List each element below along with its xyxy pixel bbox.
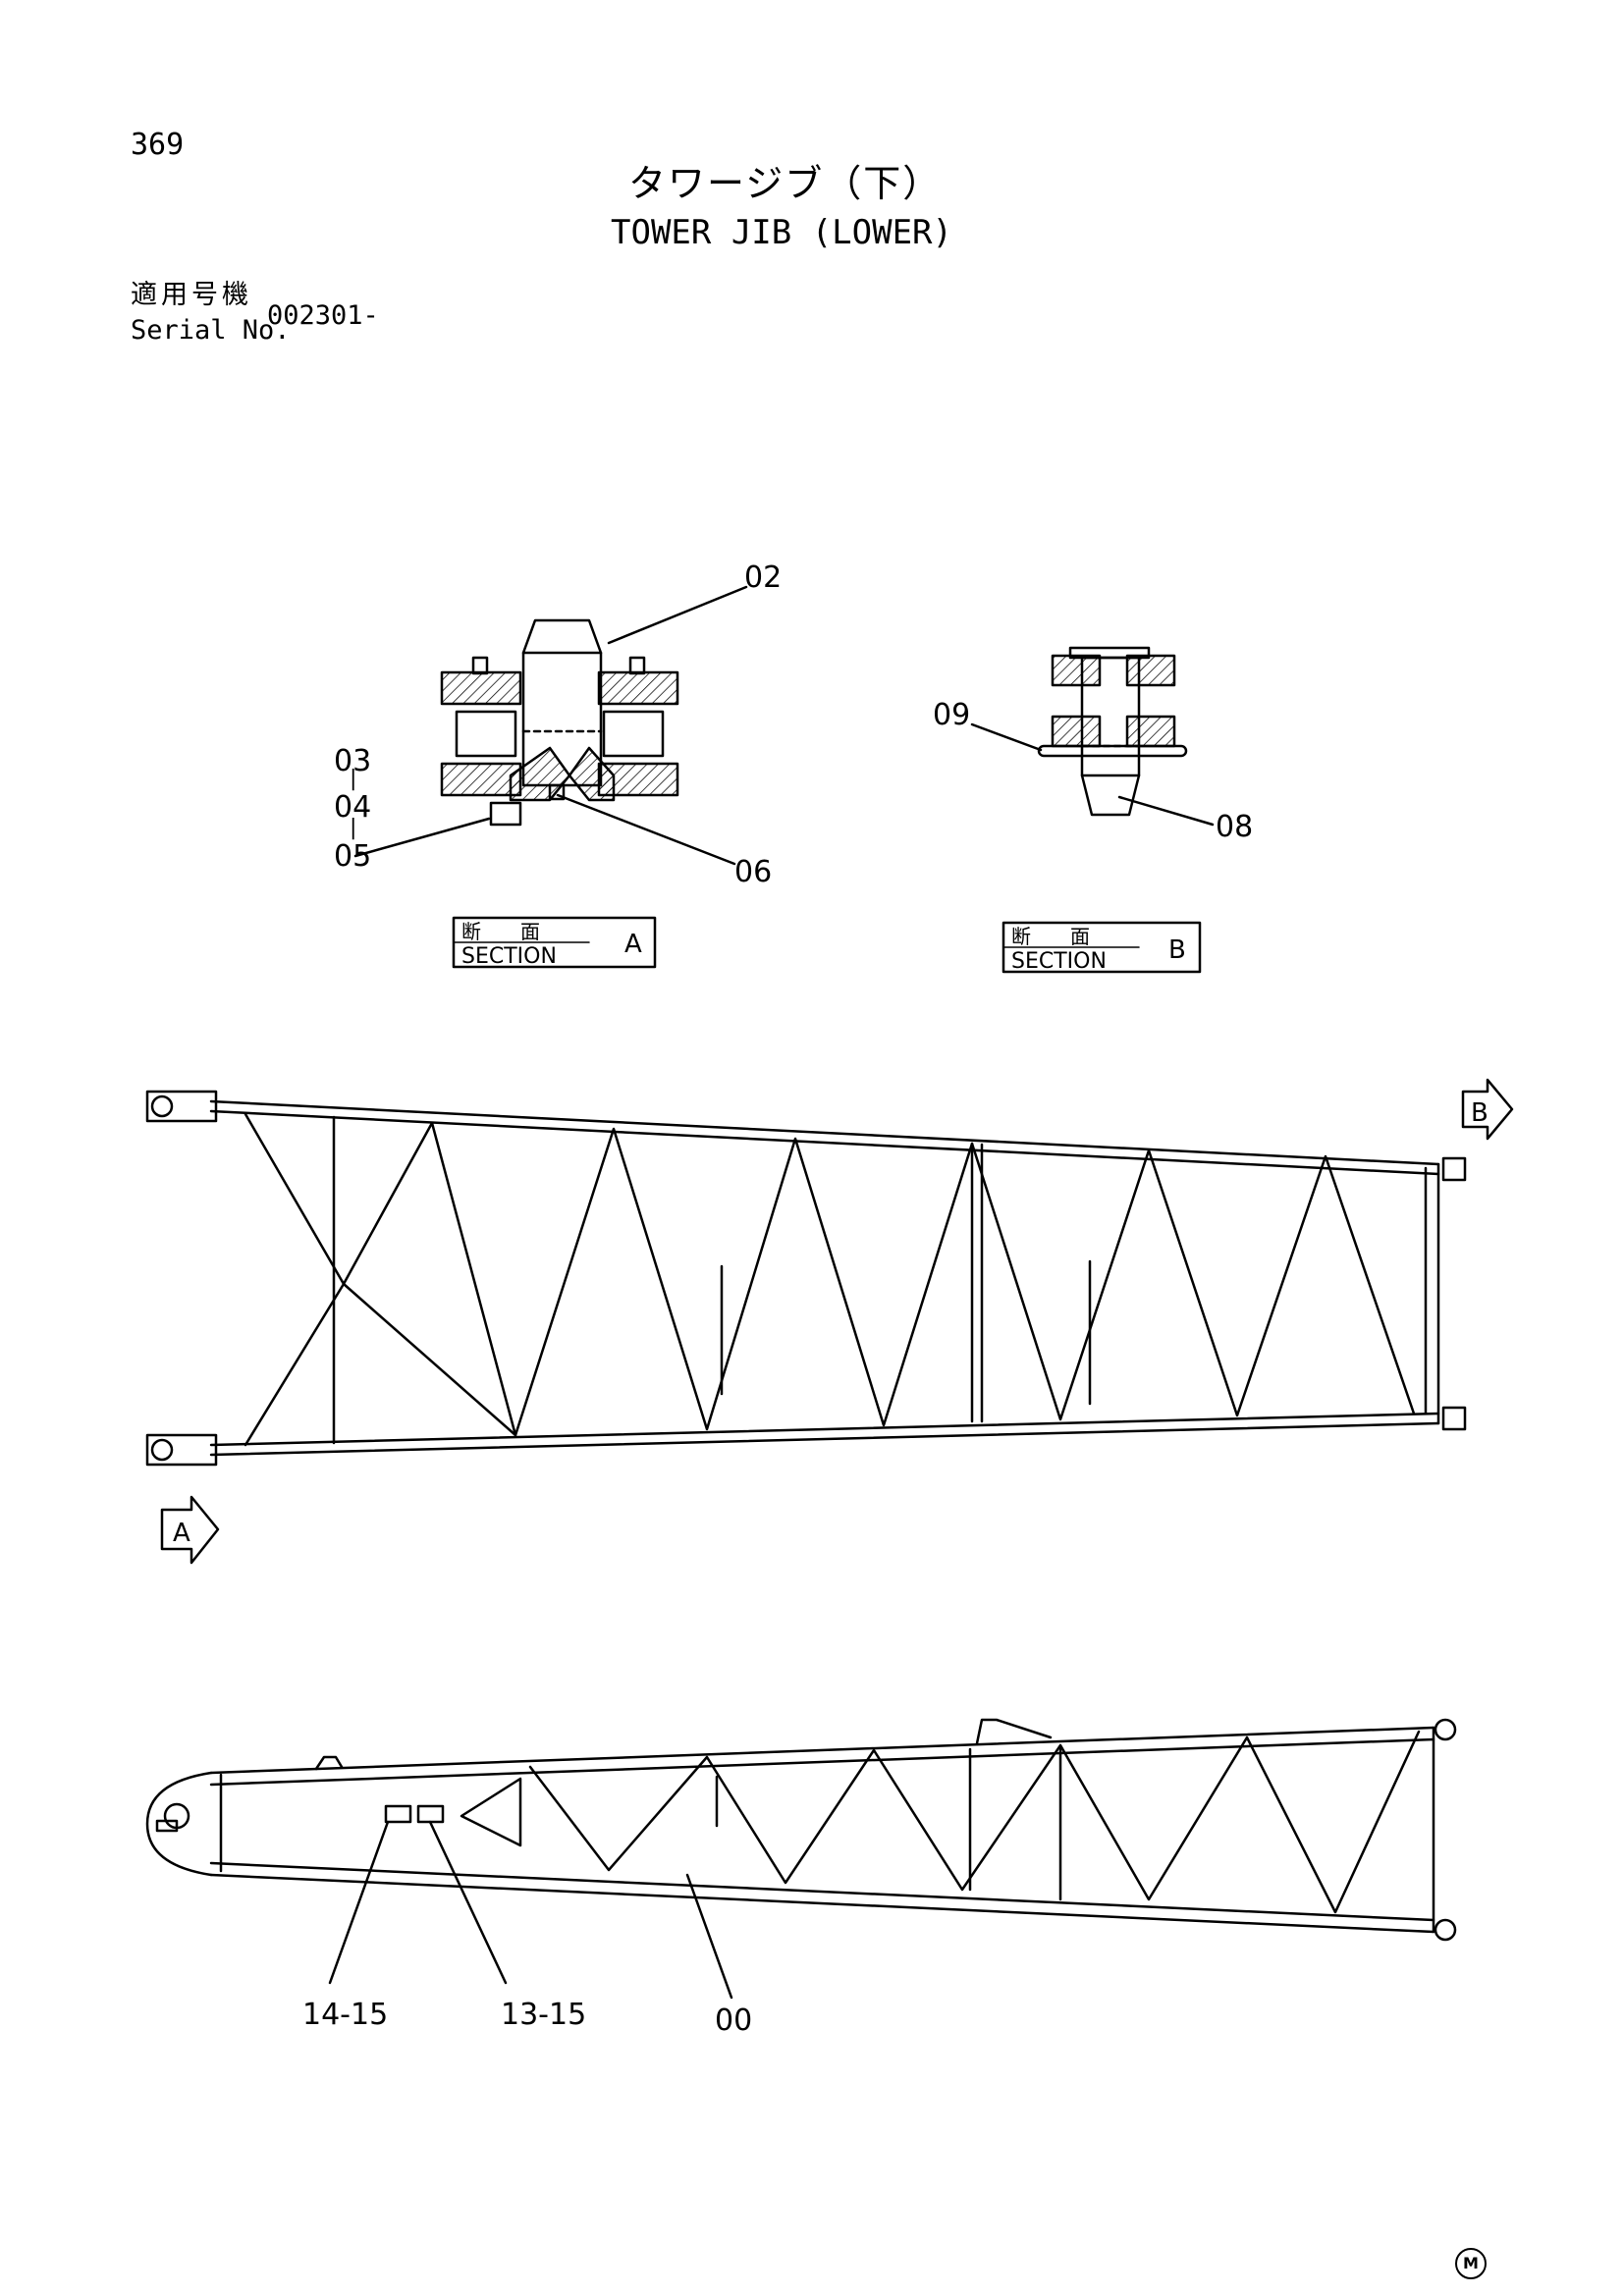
jib-plan-view [145, 1090, 1467, 1467]
callout-04: 04 [334, 790, 371, 825]
section-a-block [602, 710, 665, 758]
section-a-label-jp: 断 面 [461, 920, 540, 943]
callout-13-15: 13-15 [501, 1998, 586, 2032]
leader-14-15 [328, 1820, 390, 1985]
section-b-retainer [1037, 744, 1188, 758]
arrow-b-letter: B [1471, 1098, 1489, 1128]
side-zigzag-lacing [528, 1730, 1421, 1914]
section-b-detail [970, 646, 1215, 974]
section-a-detail [353, 585, 748, 969]
section-b-label-en: SECTION [1011, 949, 1107, 974]
right-top-lug [1441, 1156, 1467, 1182]
leader-00 [685, 1873, 733, 2000]
callout-08: 08 [1216, 810, 1253, 844]
bottom-chord-inner [209, 1421, 1440, 1457]
arrow-b-shape [1461, 1078, 1514, 1141]
callout-dash: | [350, 816, 356, 840]
side-right-bottom-pin [1434, 1918, 1457, 1942]
section-a-bolt [628, 656, 646, 675]
serial-label-japanese: 適用号機 [131, 280, 252, 310]
section-a-block [455, 710, 517, 758]
callout-06: 06 [734, 855, 772, 889]
section-a-letter: A [624, 930, 642, 959]
section-a-nut [489, 801, 522, 827]
left-top-pin [150, 1095, 174, 1118]
callout-dash: | [350, 767, 356, 791]
callout-09: 09 [933, 698, 970, 732]
section-b-plate [1125, 654, 1176, 687]
section-a-setscrew [548, 783, 566, 801]
brace [342, 1282, 517, 1437]
jib-nose-lug [155, 1819, 179, 1833]
section-b-plate [1125, 715, 1176, 748]
section-b-plate [1051, 715, 1102, 748]
section-b-plate [1051, 654, 1102, 687]
left-bottom-lug [145, 1433, 218, 1467]
callout-00: 00 [715, 2003, 752, 2038]
left-bottom-pin [150, 1438, 174, 1462]
side-bottom-chord-inner [209, 1861, 1435, 1922]
arrow-a-letter: A [173, 1519, 190, 1548]
page-number: 369 [131, 128, 185, 162]
top-chord [209, 1099, 1440, 1166]
title-english: TOWER JIB (LOWER) [611, 213, 952, 252]
leader-13-15 [428, 1820, 508, 1985]
leader-09 [970, 722, 1043, 752]
side-top-chord-inner [209, 1737, 1435, 1787]
callout-05: 05 [334, 839, 371, 874]
section-a-bolt [471, 656, 489, 675]
serial-number-value: 002301- [267, 300, 379, 331]
jib-nose [145, 1771, 213, 1877]
leader-03-05 [353, 817, 491, 858]
section-b-label-jp: 断 面 [1011, 925, 1090, 948]
section-a-label-en: SECTION [461, 944, 557, 969]
side-top-lug [314, 1755, 344, 1771]
section-a-insert [568, 746, 616, 802]
zigzag-lacing [430, 1121, 1416, 1437]
callout-14-15: 14-15 [302, 1998, 388, 2032]
section-a-insert [509, 746, 571, 802]
nameplate-14 [384, 1804, 412, 1824]
brace [342, 1121, 434, 1286]
section-a-arrow [160, 1495, 220, 1565]
callout-03: 03 [334, 744, 371, 778]
side-bottom-chord [209, 1873, 1435, 1934]
side-right-top-pin [1434, 1718, 1457, 1741]
section-a-plate [440, 670, 522, 706]
leader-08 [1117, 795, 1215, 827]
section-a-plate [440, 762, 522, 797]
side-mid-lug [975, 1718, 1053, 1745]
jib-side-view [145, 1718, 1457, 2000]
arrow-a-shape [160, 1495, 220, 1565]
brace [244, 1112, 346, 1286]
leader-06 [556, 793, 736, 866]
leader-02 [607, 585, 748, 645]
left-top-lug [145, 1090, 218, 1123]
callout-02: 02 [744, 561, 782, 595]
brace [244, 1282, 346, 1447]
side-top-chord [209, 1726, 1435, 1775]
maker-mark-icon: M [1455, 2248, 1487, 2279]
section-b-letter: B [1168, 935, 1186, 965]
top-chord-inner [209, 1109, 1440, 1176]
nameplate-13 [416, 1804, 445, 1824]
section-a-plate [597, 670, 679, 706]
bottom-chord [209, 1412, 1440, 1447]
side-cone [460, 1777, 522, 1847]
section-b-arrow [1461, 1078, 1514, 1141]
right-bottom-lug [1441, 1406, 1467, 1431]
title-japanese: タワージブ（下） [628, 162, 943, 205]
serial-label-english: Serial No. [131, 315, 291, 346]
